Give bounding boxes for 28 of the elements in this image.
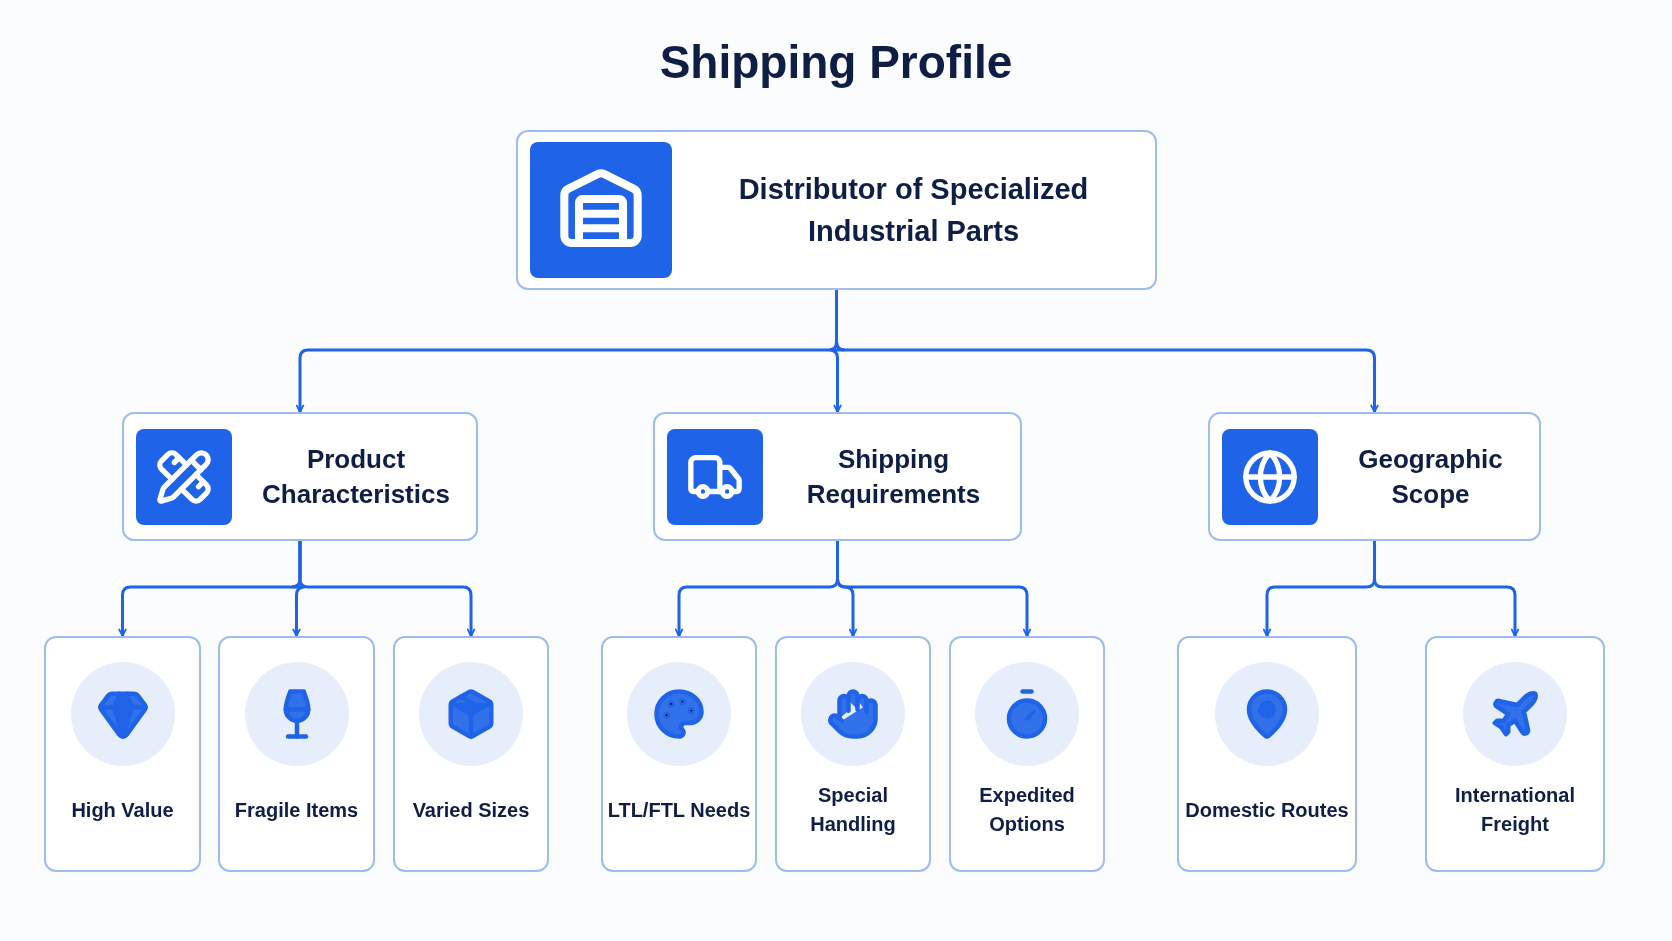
- node-label: Shipping Requirements: [805, 442, 982, 511]
- node-label: Expedited Options: [978, 783, 1076, 837]
- category-box: [122, 412, 478, 541]
- item-card: [1177, 636, 1357, 872]
- item-card: [949, 636, 1105, 872]
- node-label: Fragile Items: [234, 797, 359, 823]
- connector-arrow: [298, 541, 476, 637]
- item-card: [601, 636, 757, 872]
- node-label: LTL/FTL Needs: [607, 797, 751, 823]
- connector-arrow: [836, 541, 1032, 637]
- node-label: High Value: [71, 797, 174, 823]
- category-box: [1208, 412, 1541, 541]
- category-box: [516, 130, 1157, 290]
- item-card: [44, 636, 201, 872]
- node-label: Geographic Scope: [1357, 442, 1504, 511]
- connector-arrow: [1373, 541, 1520, 637]
- item-card: [1425, 636, 1605, 872]
- node-label: Domestic Routes: [1185, 797, 1349, 823]
- item-card: [393, 636, 549, 872]
- item-card: [218, 636, 375, 872]
- node-label: Special Handling: [809, 783, 897, 837]
- diagram-title: Shipping Profile: [659, 35, 1013, 90]
- node-label: Distributor of Specialized Industrial Parts: [737, 172, 1090, 249]
- item-card: [775, 636, 931, 872]
- node-label: Varied Sizes: [412, 797, 530, 823]
- node-label: International Freight: [1454, 783, 1576, 837]
- node-label: Product Characteristics: [261, 442, 451, 511]
- category-box: [653, 412, 1022, 541]
